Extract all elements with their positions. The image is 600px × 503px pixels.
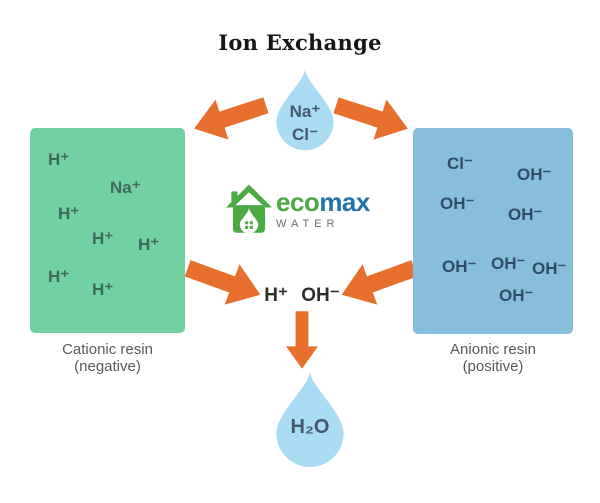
product-ion-hydrogen: H⁺ [264, 285, 288, 306]
diagram-title: Ion Exchange [218, 30, 382, 55]
ion-label: OH⁻ [508, 205, 543, 224]
ion-label: OH⁻ [517, 165, 552, 184]
droplet-icon [276, 371, 344, 467]
ion-label: H⁺ [92, 229, 114, 248]
water-formula: H₂O [290, 416, 330, 438]
logo-water-label: WATER [276, 217, 340, 230]
arrow-mid-left-icon [180, 248, 268, 315]
ion-label: H⁺ [48, 267, 70, 286]
feed-droplet-label: Na⁺ Cl⁻ [271, 100, 339, 146]
arrow-top-right-icon [329, 85, 414, 148]
cationic-caption-line2: (negative) [74, 358, 141, 375]
ion-label: OH⁻ [440, 194, 475, 213]
arrow-top-left-icon [187, 85, 272, 148]
ion-label: OH⁻ [532, 259, 567, 278]
ion-label: H⁺ [92, 280, 114, 299]
ion-label: Na⁺ [110, 178, 141, 197]
anionic-caption-line1: Anionic resin [450, 341, 536, 358]
house-droplet-icon [226, 183, 272, 235]
logo-wordmark: ecomax [276, 189, 370, 215]
ion-label: OH⁻ [442, 257, 477, 276]
logo-eco-text: eco [276, 186, 320, 217]
ion-label: H⁺ [48, 150, 70, 169]
ion-label: OH⁻ [491, 254, 526, 273]
droplet-icon [276, 68, 334, 151]
anionic-caption-line2: (positive) [462, 358, 524, 375]
ion-label: H⁺ [58, 204, 80, 223]
ecomax-logo: ecomax WATER [226, 183, 370, 235]
feed-droplet-icon: Na⁺ Cl⁻ [271, 68, 339, 151]
ion-label: Cl⁻ [447, 154, 473, 173]
arrow-mid-right-icon [334, 248, 422, 315]
logo-text-block: ecomax WATER [276, 189, 370, 230]
product-ion-hydroxide: OH⁻ [301, 285, 340, 306]
cationic-caption-line1: Cationic resin [62, 341, 153, 358]
feed-ion-sodium: Na⁺ [289, 102, 321, 121]
logo-max-text: max [319, 186, 370, 217]
cationic-resin-caption: Cationic resin (negative) [30, 341, 185, 375]
output-droplet-icon: H₂O [270, 370, 350, 468]
arrow-down-icon [286, 311, 318, 369]
cationic-resin-box: H⁺ Na⁺ H⁺ H⁺ H⁺ H⁺ H⁺ [30, 128, 185, 333]
anionic-resin-box: Cl⁻ OH⁻ OH⁻ OH⁻ OH⁻ OH⁻ OH⁻ OH⁻ [413, 128, 573, 334]
feed-ion-chloride: Cl⁻ [292, 125, 318, 144]
ion-label: H⁺ [138, 235, 160, 254]
product-ions: H⁺ OH⁻ [250, 284, 354, 307]
anionic-resin-caption: Anionic resin (positive) [413, 341, 573, 375]
ion-label: OH⁻ [499, 286, 534, 305]
